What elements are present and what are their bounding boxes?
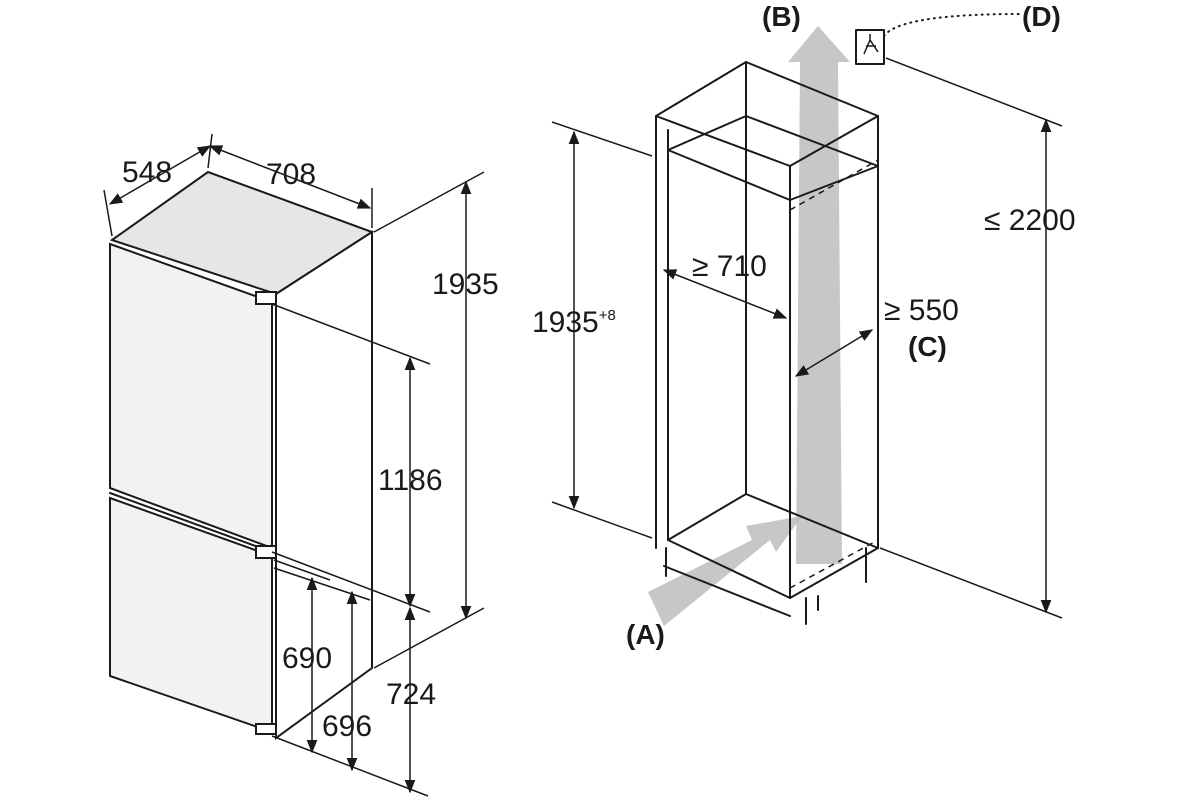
- depth-ext-back: [207, 133, 213, 169]
- cabinet-floor: [667, 493, 879, 599]
- callout-d: (D): [1022, 1, 1061, 32]
- lower-ext-bottom: [271, 735, 429, 797]
- middle-hinge: [255, 545, 277, 559]
- upper-section-label: 1186: [378, 464, 443, 497]
- niche-width-dim-line: [662, 269, 788, 319]
- lower-hinge: [255, 723, 277, 735]
- appliance-drawing: 548 708 1935 1186 690 724 696: [103, 133, 499, 797]
- upper-hinge: [255, 291, 277, 305]
- niche-depth-dim-line: [794, 329, 874, 377]
- vent-top-dashed: [789, 159, 879, 211]
- depth-ext-front: [103, 189, 113, 237]
- height-label: 1935: [432, 268, 499, 301]
- niche-width-label: ≥ 710: [692, 250, 767, 283]
- max-height-ext-top: [885, 57, 1063, 127]
- cabinet-top-shelf: [667, 115, 879, 201]
- socket-icon: [855, 29, 885, 65]
- lower-c-label: 724: [386, 678, 436, 711]
- plug-icon: [863, 34, 879, 55]
- door-gap-line: [109, 492, 273, 553]
- lower-ext-690: [273, 559, 331, 581]
- width-dimension-line: [208, 145, 372, 209]
- niche-height-tolerance: +8: [599, 307, 616, 324]
- lower-a-label: 690: [282, 642, 332, 675]
- max-height-label: ≤ 2200: [984, 204, 1076, 237]
- upper-ext-top: [271, 303, 431, 365]
- depth-label: 548: [122, 156, 172, 189]
- socket-leader-line: [883, 13, 1021, 37]
- niche-depth-label: ≥ 550: [884, 294, 959, 327]
- upper-ext-bottom: [271, 551, 431, 613]
- niche-drawing: 1935+8 ≥ 710 ≥ 550 ≤ 2200 (B) (D) (C) (A…: [532, 1, 1076, 650]
- niche-ext-top: [551, 121, 653, 157]
- cabinet-back-top: [655, 61, 879, 167]
- niche-height-label: 1935+8: [532, 306, 616, 339]
- height-ext-top: [373, 171, 485, 233]
- max-height-ext-bottom: [879, 547, 1063, 619]
- height-ext-bottom: [373, 607, 485, 669]
- airflow-inlet-arrow: [648, 516, 802, 626]
- plinth-front: [663, 565, 791, 617]
- width-label: 708: [266, 158, 316, 191]
- callout-c: (C): [908, 331, 947, 362]
- lower-b-label: 696: [322, 710, 372, 743]
- depth-dimension-line: [108, 145, 212, 205]
- callout-a: (A): [626, 619, 665, 650]
- airflow-outlet-arrow: [788, 26, 850, 564]
- callout-b: (B): [762, 1, 801, 32]
- niche-ext-bottom: [551, 501, 653, 539]
- vent-bottom-dashed: [789, 539, 879, 589]
